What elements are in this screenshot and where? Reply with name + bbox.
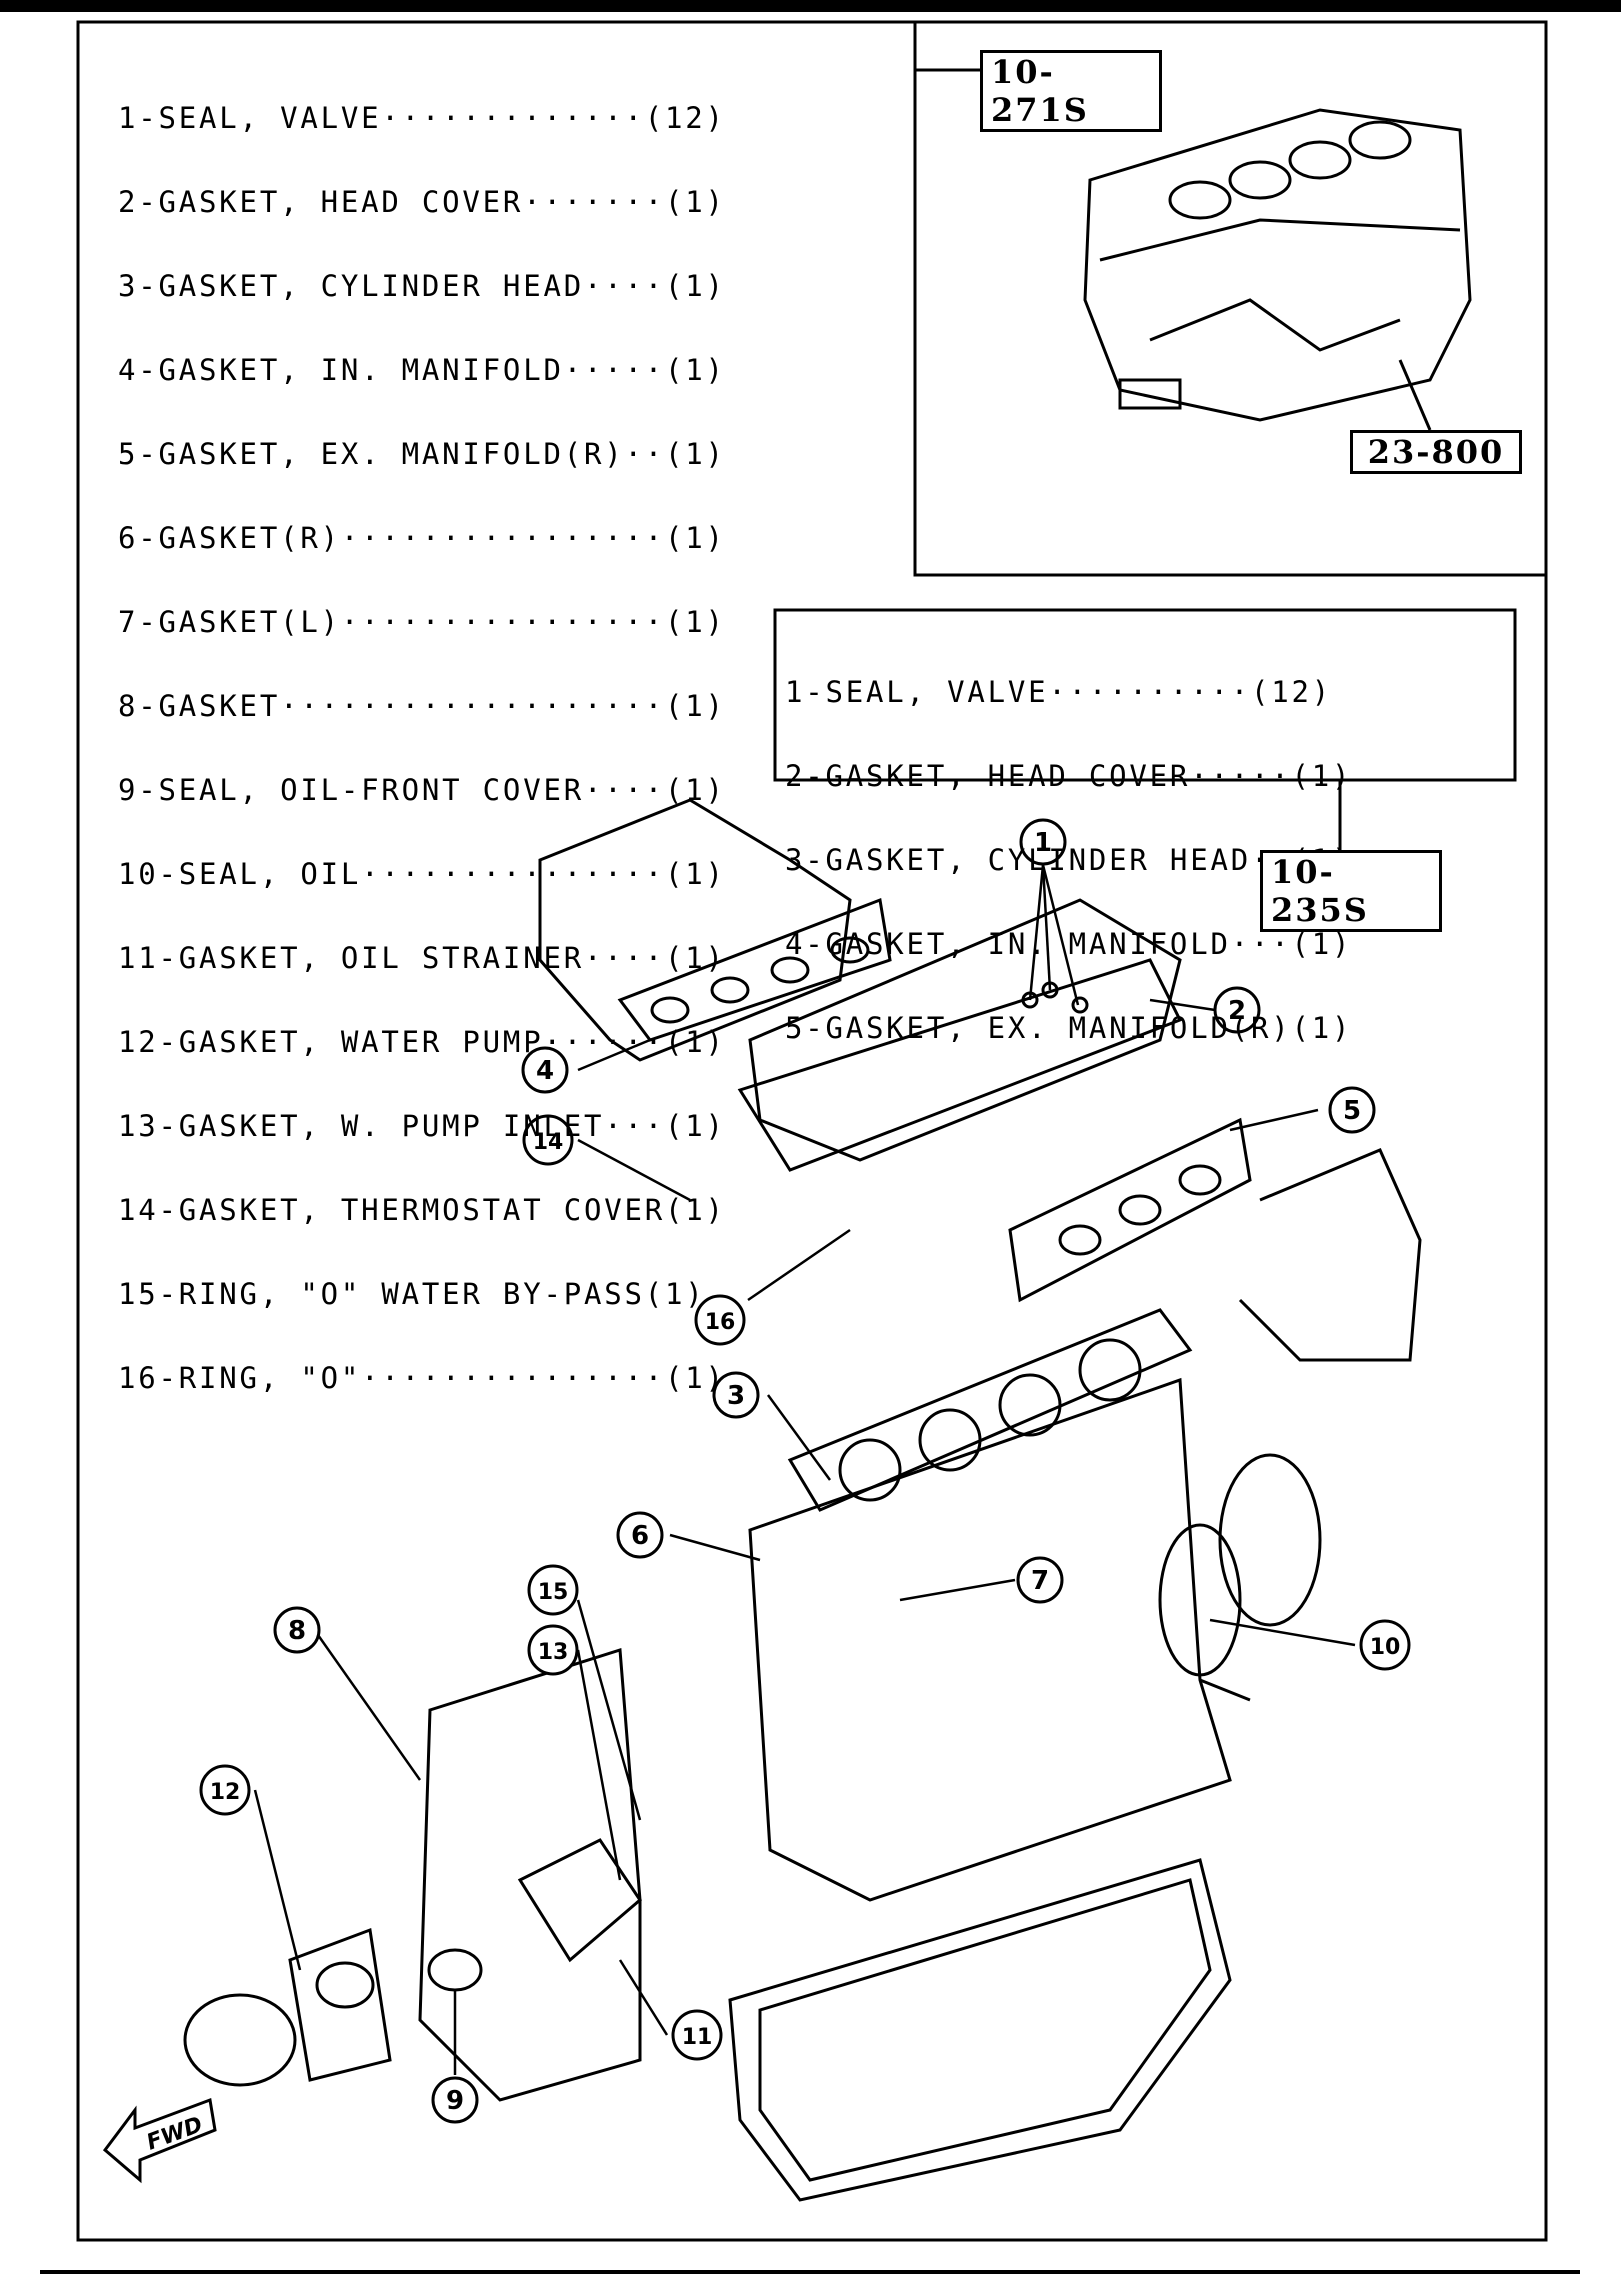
parts-list-item: 1-SEAL, VALVE·············(12) [118,101,726,135]
callout-label: 9 [446,2086,464,2116]
callout-label: 6 [631,1521,649,1551]
fwd-arrow: FWD [102,2097,217,2184]
callout-2: 2 [1213,986,1261,1034]
oil-pan [728,1858,1232,2202]
callout-label: 8 [288,1616,306,1646]
engine-block-illustration [1083,108,1472,431]
callouts: 1 2 3 4 5 6 7 8 9 10 11 12 13 14 15 16 [199,818,1411,2124]
parts-list-item: 10-SEAL, OIL···············(1) [118,857,726,891]
parts-list-item: 16-RING, "O"···············(1) [118,1361,726,1395]
parts-list-item: 11-GASKET, OIL STRAINER····(1) [118,941,726,975]
callout-label: 16 [705,1310,736,1335]
callout-15: 15 [527,1564,579,1616]
callout-5: 5 [1328,1086,1376,1134]
callout-label: 2 [1228,996,1246,1026]
callout-13: 13 [527,1624,579,1676]
parts-list-item: 9-SEAL, OIL-FRONT COVER····(1) [118,773,726,807]
callout-12: 12 [199,1764,251,1816]
rear-oil-seal [1158,1453,1322,1677]
callout-label: 12 [210,1780,241,1805]
kit-10-235s-parts-list: 1-SEAL, VALVE··········(12) 2-GASKET, HE… [785,622,1352,1070]
callout-label: 3 [727,1381,745,1411]
callout-9: 9 [431,2076,479,2124]
callout-11: 11 [671,2009,723,2061]
callout-label: 11 [682,2025,713,2050]
parts-list-item: 5-GASKET, EX. MANIFOLD(R)(1) [785,1011,1353,1045]
callout-4: 4 [521,1046,569,1094]
callout-3: 3 [712,1371,760,1419]
parts-list-item: 2-GASKET, HEAD COVER·······(1) [118,185,726,219]
callout-label: 4 [536,1056,554,1086]
callout-label: 14 [533,1130,564,1155]
cylinder-block [748,1377,1251,1902]
callout-10: 10 [1359,1619,1411,1671]
parts-list-item: 2-GASKET, HEAD COVER·····(1) [785,759,1353,793]
parts-list-item: 14-GASKET, THERMOSTAT COVER(1) [118,1193,726,1227]
callout-1: 1 [1019,818,1067,866]
callout-label: 5 [1343,1096,1361,1126]
callout-label: 13 [538,1640,569,1665]
parts-list-item: 15-RING, "O" WATER BY-PASS(1) [118,1277,706,1311]
top-rule [0,0,1621,12]
parts-list-item: 4-GASKET, IN. MANIFOLD···(1) [785,927,1353,961]
intake-manifold [538,798,892,1062]
callout-label: 1 [1034,828,1052,858]
kit-a-frame [78,20,1546,577]
engine-block-ref-label: 23-800 [1350,430,1522,474]
parts-list-item: 6-GASKET(R)················(1) [118,521,726,555]
front-cover [418,1648,642,2102]
parts-list-item: 1-SEAL, VALVE··········(12) [785,675,1333,709]
callout-6: 6 [616,1511,664,1559]
kit-10-235s-ref-label: 10-235S [1260,850,1442,932]
callout-label: 7 [1031,1566,1049,1596]
callout-7: 7 [1016,1556,1064,1604]
callout-16: 16 [694,1294,746,1346]
water-pump [183,1927,392,2087]
kit-10-271s-ref-label: 10-271S [980,50,1162,132]
cylinder-head-gasket [787,1308,1193,1512]
fwd-label: FWD [144,2112,207,2155]
exhaust-manifold [1008,1117,1422,1362]
callout-label: 15 [538,1580,569,1605]
parts-list-item: 8-GASKET···················(1) [118,689,726,723]
parts-list-item: 4-GASKET, IN. MANIFOLD·····(1) [118,353,726,387]
parts-list-item: 7-GASKET(L)················(1) [118,605,726,639]
parts-list-item: 5-GASKET, EX. MANIFOLD(R)··(1) [118,437,726,471]
parts-list-item: 3-GASKET, CYLINDER HEAD····(1) [118,269,726,303]
parts-list-item: 12-GASKET, WATER PUMP······(1) [118,1025,726,1059]
kit-10-271s-parts-list: 1-SEAL, VALVE·············(12) 2-GASKET,… [118,48,726,1420]
callout-label: 10 [1370,1635,1401,1660]
callout-14: 14 [522,1114,574,1166]
kit-b-box [773,608,1517,782]
callout-8: 8 [273,1606,321,1654]
parts-list-item: 13-GASKET, W. PUMP INLET···(1) [118,1109,726,1143]
